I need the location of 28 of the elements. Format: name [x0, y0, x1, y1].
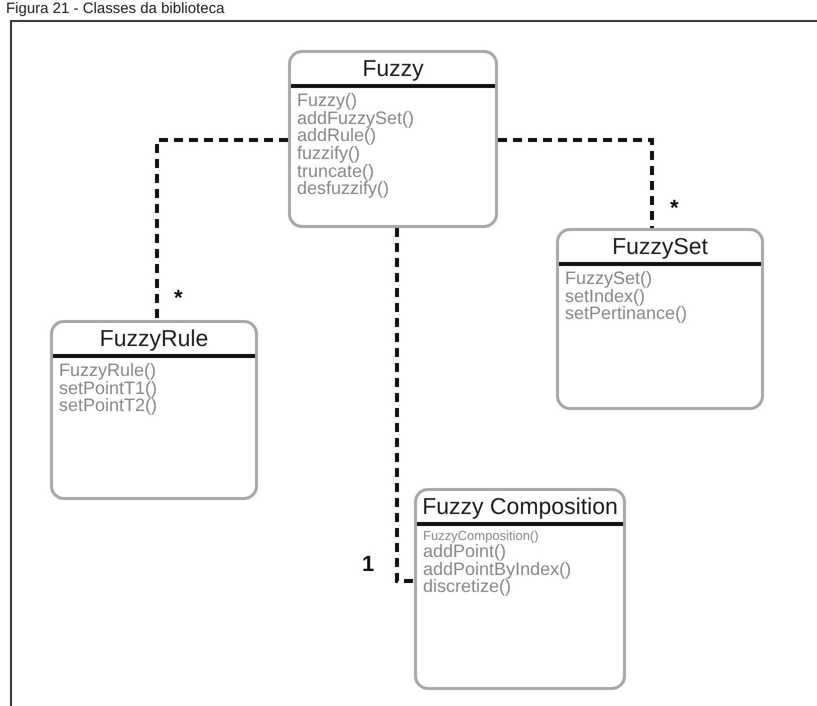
method-name: desfuzzify() [296, 180, 390, 198]
dashed-association-line [155, 138, 288, 320]
class-name: Fuzzy Composition [417, 491, 623, 526]
class-name: FuzzyRule [53, 323, 255, 358]
dashed-association-line [498, 138, 654, 228]
class-name: FuzzySet [559, 231, 761, 266]
method-name: FuzzySet() [564, 270, 654, 288]
method-name: setIndex() [564, 288, 646, 306]
method-name: fuzzify() [296, 145, 360, 163]
method-name: addPoint() [422, 542, 506, 560]
method-name: setPertinance() [564, 305, 688, 324]
method-name: discretize() [422, 578, 512, 596]
method-name: FuzzyComposition() [422, 530, 540, 543]
class-box [50, 320, 258, 500]
method-name: setPointT1() [58, 380, 158, 398]
method-name: addFuzzySet() [296, 110, 416, 128]
figure-title: Figura 21 - Classes da biblioteca [6, 0, 224, 17]
method-name: truncate() [296, 162, 376, 180]
class-box [556, 228, 764, 410]
class-box [288, 50, 498, 228]
method-name: setPointT2() [58, 397, 158, 416]
dashed-association-line [395, 228, 414, 583]
method-name: addPointByIndex() [422, 560, 572, 578]
method-name: FuzzyRule() [58, 362, 158, 380]
method-name: Fuzzy() [296, 92, 358, 110]
method-name: addRule() [296, 127, 376, 146]
class-box [414, 488, 626, 690]
class-name: Fuzzy [291, 53, 495, 88]
